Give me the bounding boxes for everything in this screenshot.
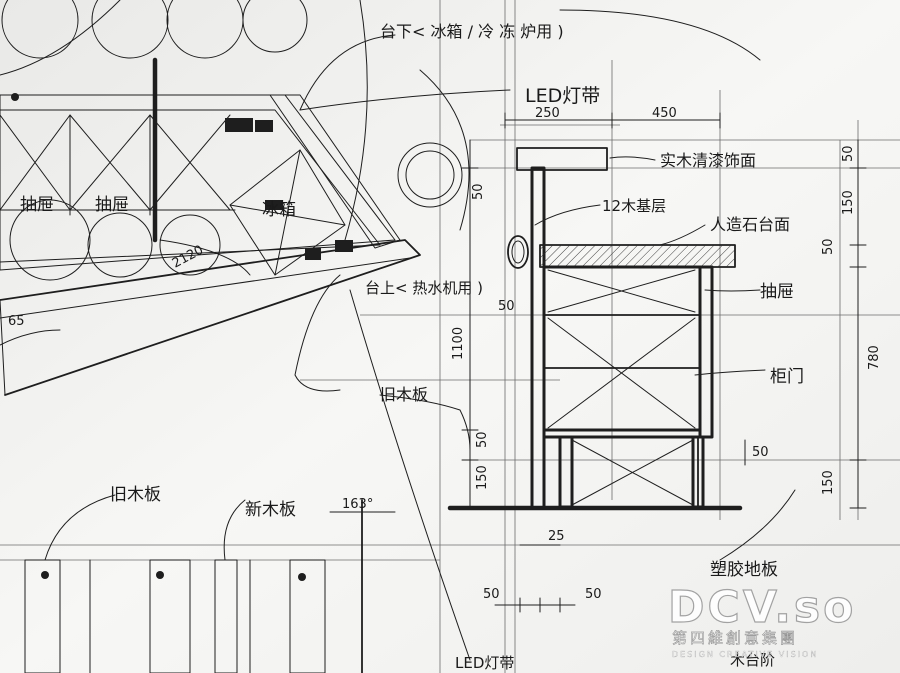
leader-lines — [44, 34, 796, 661]
dim-250: 250 — [535, 106, 560, 121]
label-water-dispenser: 台上< 热水机用 ) — [365, 279, 483, 297]
label-led-strip-bottom: LED灯带 — [455, 654, 514, 672]
label-led-strip: LED灯带 — [525, 85, 600, 107]
dark-mark — [265, 200, 283, 210]
label-drawer-plan-1: 抽屉 — [20, 195, 54, 215]
label-new-board: 新木板 — [245, 500, 296, 520]
label-under-counter-fridge: 台下< 冰箱 / 冷 冻 炉用 ) — [380, 22, 564, 41]
label-drawer-plan-2: 抽屉 — [95, 195, 129, 215]
dark-mark — [335, 240, 353, 252]
dim-50-small: 50 — [498, 299, 515, 314]
dark-mark — [305, 248, 321, 260]
label-drawer: 抽屉 — [760, 282, 794, 302]
dim-50-bottom-1: 50 — [483, 587, 500, 602]
label-plywood-base: 12木基层 — [602, 197, 666, 215]
label-artificial-stone-top: 人造石台面 — [710, 215, 790, 234]
dim-50-mid: 50 — [821, 238, 836, 255]
label-old-board-2: 旧木板 — [110, 485, 161, 505]
dim-150-top: 150 — [841, 190, 856, 215]
dim-50-right: 50 — [752, 445, 769, 460]
dim-50-bottom-2: 50 — [585, 587, 602, 602]
dim-65: 65 — [8, 314, 25, 329]
label-step-bottom: 木台阶 — [730, 651, 775, 669]
dark-mark — [225, 118, 253, 132]
label-cabinet-door: 柜门 — [770, 367, 804, 387]
dim-450: 450 — [652, 106, 677, 121]
watermark-brand: DCV.so — [668, 582, 856, 633]
dim-50-counter: 50 — [471, 183, 486, 200]
dim-150-right: 150 — [821, 470, 836, 495]
dim-25: 25 — [548, 529, 565, 544]
watermark-tagline: DESIGN CREATIVE VISION — [672, 650, 818, 659]
dim-780: 780 — [867, 345, 882, 370]
label-vinyl-floor: 塑胶地板 — [710, 560, 778, 580]
plan-view — [0, 0, 761, 396]
cabinet-section — [447, 112, 867, 613]
label-fridge-plan: 冰箱 — [262, 200, 296, 220]
dim-50-top: 50 — [841, 145, 856, 162]
watermark: DCV.so 第四維創意集團 DESIGN CREATIVE VISION — [667, 581, 856, 659]
dim-1100: 1100 — [451, 327, 466, 360]
dim-50-left: 50 — [475, 431, 490, 448]
label-old-board: 旧木板 — [380, 385, 428, 404]
dim-angle: 163° — [342, 497, 373, 512]
bottom-elevation — [24, 499, 396, 673]
dim-150-left: 150 — [475, 465, 490, 490]
watermark-chinese: 第四維創意集團 — [672, 629, 798, 647]
dark-mark — [255, 120, 273, 132]
label-solid-wood-top: 实木清漆饰面 — [660, 151, 756, 170]
